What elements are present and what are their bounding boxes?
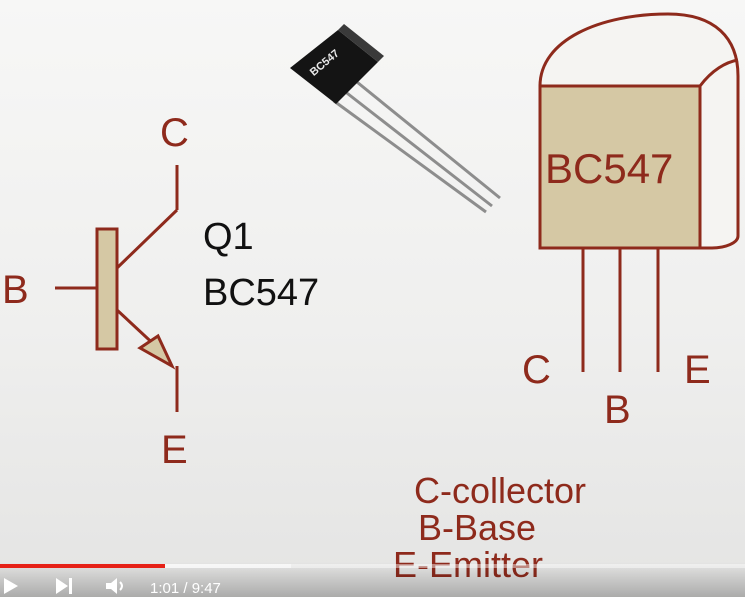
legend-collector: C-collector [414,470,587,511]
legend-emitter: E-Emitter [393,547,543,583]
progress-played [0,564,166,568]
play-icon[interactable] [2,576,22,596]
time-readout: 1:01 / 9:47 [150,580,221,597]
package-marking: BC547 [545,145,674,192]
package-pin-base: B [604,388,631,432]
package-pin-emitter: E [684,348,711,392]
legend-base: B-Base [418,507,537,548]
video-player-controls: 1:01 / 9:47 [0,562,745,597]
next-icon[interactable] [54,576,76,596]
transistor-photo [290,24,501,214]
part-number-label: BC547 [203,272,320,314]
to92-package-drawing [538,12,740,372]
designator-label: Q1 [203,216,254,258]
volume-icon[interactable] [104,576,130,596]
symbol-emitter-label: E [161,428,188,472]
progress-bar[interactable] [0,564,745,568]
package-pin-collector: C [522,348,551,392]
symbol-base-label: B [2,268,29,312]
symbol-collector-label: C [160,111,189,155]
npn-transistor-symbol [55,165,179,412]
